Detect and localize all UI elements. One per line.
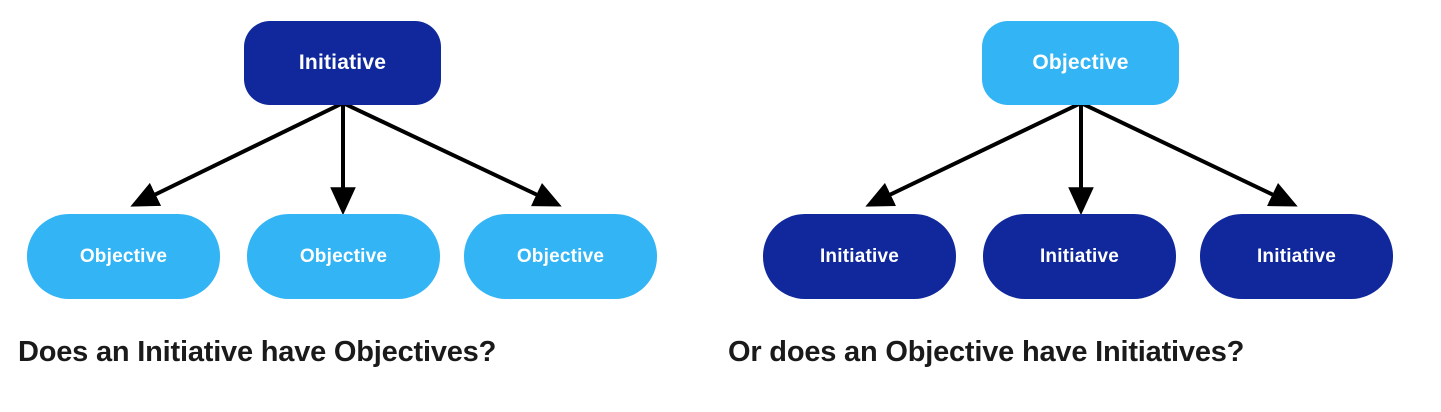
node-root-initiative[interactable]: Initiative	[244, 21, 441, 105]
node-child-objective-2[interactable]: Objective	[247, 214, 440, 299]
node-child-initiative-1[interactable]: Initiative	[763, 214, 956, 299]
node-child-objective-1[interactable]: Objective	[27, 214, 220, 299]
node-label: Initiative	[1256, 245, 1337, 267]
arrow-left-child3	[344, 102, 562, 207]
arrow-left-child1	[130, 102, 342, 207]
diagram-objective-has-initiatives: Objective Initiative Initiative Initiati…	[722, 0, 1441, 412]
node-root-objective[interactable]: Objective	[982, 21, 1179, 105]
node-label: Initiative	[298, 51, 387, 74]
node-label: Objective	[516, 245, 605, 267]
node-child-initiative-3[interactable]: Initiative	[1200, 214, 1393, 299]
arrow-right-child3	[1082, 102, 1298, 207]
arrow-right-child1	[865, 102, 1080, 207]
node-label: Initiative	[1039, 245, 1120, 267]
caption-right: Or does an Objective have Initiatives?	[728, 336, 1245, 368]
diagram-initiative-has-objectives: Initiative Objective Objective Objective…	[0, 0, 700, 412]
node-child-initiative-2[interactable]: Initiative	[983, 214, 1176, 299]
node-label: Objective	[299, 245, 388, 267]
node-label: Objective	[79, 245, 168, 267]
node-child-objective-3[interactable]: Objective	[464, 214, 657, 299]
node-label: Initiative	[819, 245, 900, 267]
caption-left: Does an Initiative have Objectives?	[18, 336, 497, 368]
node-label: Objective	[1032, 51, 1129, 74]
